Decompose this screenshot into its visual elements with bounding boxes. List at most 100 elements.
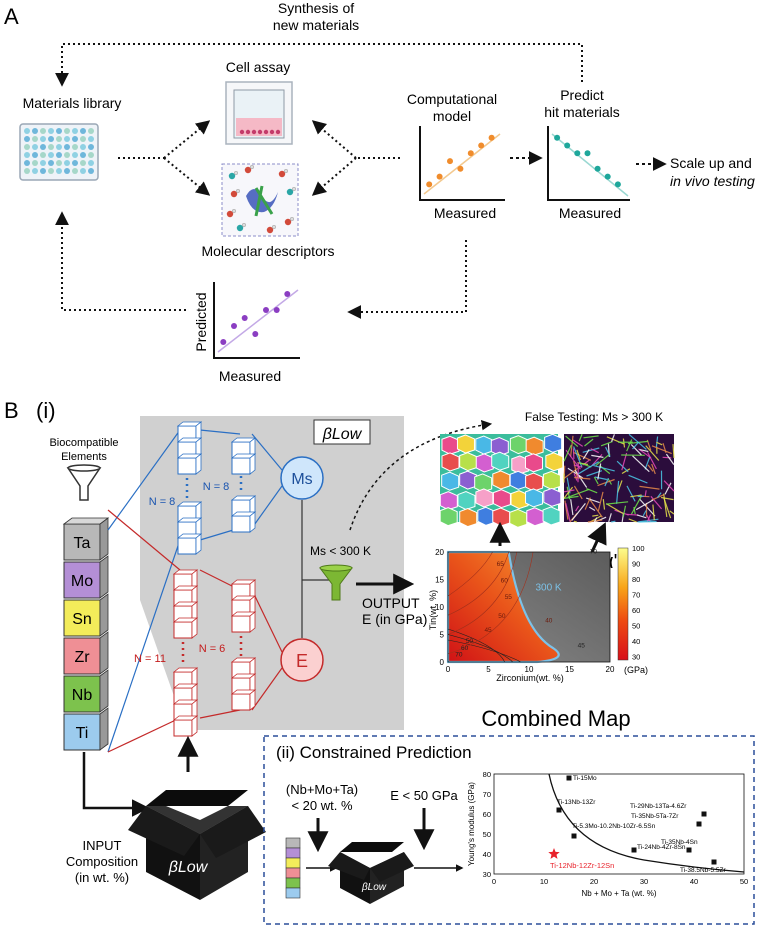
- needle: [604, 477, 609, 487]
- input-label: INPUT: [83, 838, 122, 853]
- data-point: [574, 150, 581, 157]
- data-point: [252, 331, 259, 337]
- colorbar: [617, 547, 629, 661]
- arrow-model-to-prediction: [347, 240, 467, 319]
- grain: [491, 451, 510, 471]
- constraint-2: E < 50 GPa: [390, 788, 458, 803]
- needle: [570, 499, 574, 516]
- colorbar-unit: (GPa): [624, 665, 648, 675]
- well: [64, 152, 70, 158]
- scatter-point: [701, 811, 707, 817]
- neuron-cube: [231, 515, 251, 533]
- well: [72, 160, 78, 166]
- input-arrow: [82, 752, 150, 817]
- needle: [606, 436, 625, 445]
- highlight-star: [548, 848, 560, 859]
- data-point: [604, 173, 611, 180]
- contour-label: 40: [545, 617, 553, 624]
- cell: [269, 129, 275, 135]
- scatter-point-label: Ti-38.5Nb-5.5Zr: [680, 867, 726, 874]
- grain: [492, 470, 511, 490]
- arrow-to-cell-assay: [163, 120, 211, 159]
- data-point: [284, 291, 291, 297]
- element-block-zr: Zr: [63, 631, 109, 675]
- needle: [633, 506, 636, 515]
- computational-label: Computational: [407, 91, 497, 107]
- mini-element-block: [285, 837, 301, 849]
- grain: [542, 470, 561, 490]
- well: [56, 144, 62, 150]
- scatter-y-tick: 50: [483, 830, 491, 839]
- grain: [441, 452, 460, 472]
- needle: [638, 498, 656, 517]
- neuron-cube: [177, 537, 197, 555]
- scatter-x-tick: 10: [540, 877, 548, 886]
- filter-funnel-icon: [319, 564, 353, 601]
- scatter-frame: [493, 773, 745, 875]
- well: [80, 144, 86, 150]
- grain: [544, 433, 563, 453]
- well: [56, 168, 62, 174]
- arrow-from-model-up: [311, 120, 357, 159]
- needle: [622, 505, 627, 517]
- data-point: [263, 307, 269, 313]
- well: [72, 128, 78, 134]
- neuron-cube-side: [249, 511, 256, 533]
- well: [48, 128, 54, 134]
- needle: [644, 490, 647, 497]
- well: [40, 168, 46, 174]
- needle: [572, 439, 584, 447]
- colorbar-tick: 30: [632, 653, 640, 662]
- needle: [565, 435, 579, 448]
- needle: [582, 447, 600, 453]
- output-label: OUTPUT: [362, 595, 420, 611]
- contour-line: [447, 551, 534, 655]
- needle: [602, 499, 606, 510]
- needle: [622, 438, 626, 448]
- element-symbol: Zr: [74, 649, 90, 666]
- data-point: [488, 134, 495, 141]
- well: [64, 144, 70, 150]
- arrow-prediction-to-library: [55, 211, 186, 311]
- needle: [647, 464, 654, 472]
- needle: [663, 497, 672, 519]
- blue-connection: [251, 485, 283, 529]
- molecule-atom: [235, 188, 241, 194]
- neuron-cube: [231, 615, 251, 633]
- red-connection: [199, 709, 241, 719]
- scatter-point-label: Ti-15Mo: [573, 775, 597, 782]
- element-block-sn: Sn: [63, 593, 109, 637]
- needle: [606, 501, 629, 505]
- data-point: [614, 181, 621, 188]
- well: [88, 168, 94, 174]
- blue-connection: [199, 429, 241, 435]
- well: [56, 128, 62, 134]
- grain: [526, 507, 545, 527]
- needle: [563, 489, 575, 493]
- needle: [593, 517, 598, 523]
- contour-line: [447, 634, 514, 663]
- contour-label: 45: [484, 627, 492, 634]
- grain: [490, 436, 509, 457]
- colorbar-tick: 80: [632, 575, 640, 584]
- mini-element-block: [285, 887, 301, 899]
- grain: [492, 489, 511, 509]
- biocompatible-label: Biocompatible: [49, 437, 118, 449]
- element-symbol: Mo: [71, 573, 93, 590]
- map-y-tick: 5: [440, 631, 445, 640]
- colorbar-tick: 90: [632, 560, 640, 569]
- needle: [628, 433, 647, 450]
- molecule-atom: [271, 224, 277, 230]
- well: [80, 168, 86, 174]
- data-point: [241, 315, 248, 321]
- needle: [583, 435, 599, 439]
- needle: [626, 439, 633, 452]
- needle: [593, 476, 599, 485]
- alpha-micrograph: [563, 433, 675, 523]
- synthesis-text-2: new materials: [273, 17, 359, 33]
- network-panel: [140, 416, 404, 730]
- n11-label: N = 11: [134, 653, 166, 665]
- needle: [632, 455, 650, 473]
- well: [32, 128, 38, 134]
- element-symbol: Nb: [72, 687, 93, 704]
